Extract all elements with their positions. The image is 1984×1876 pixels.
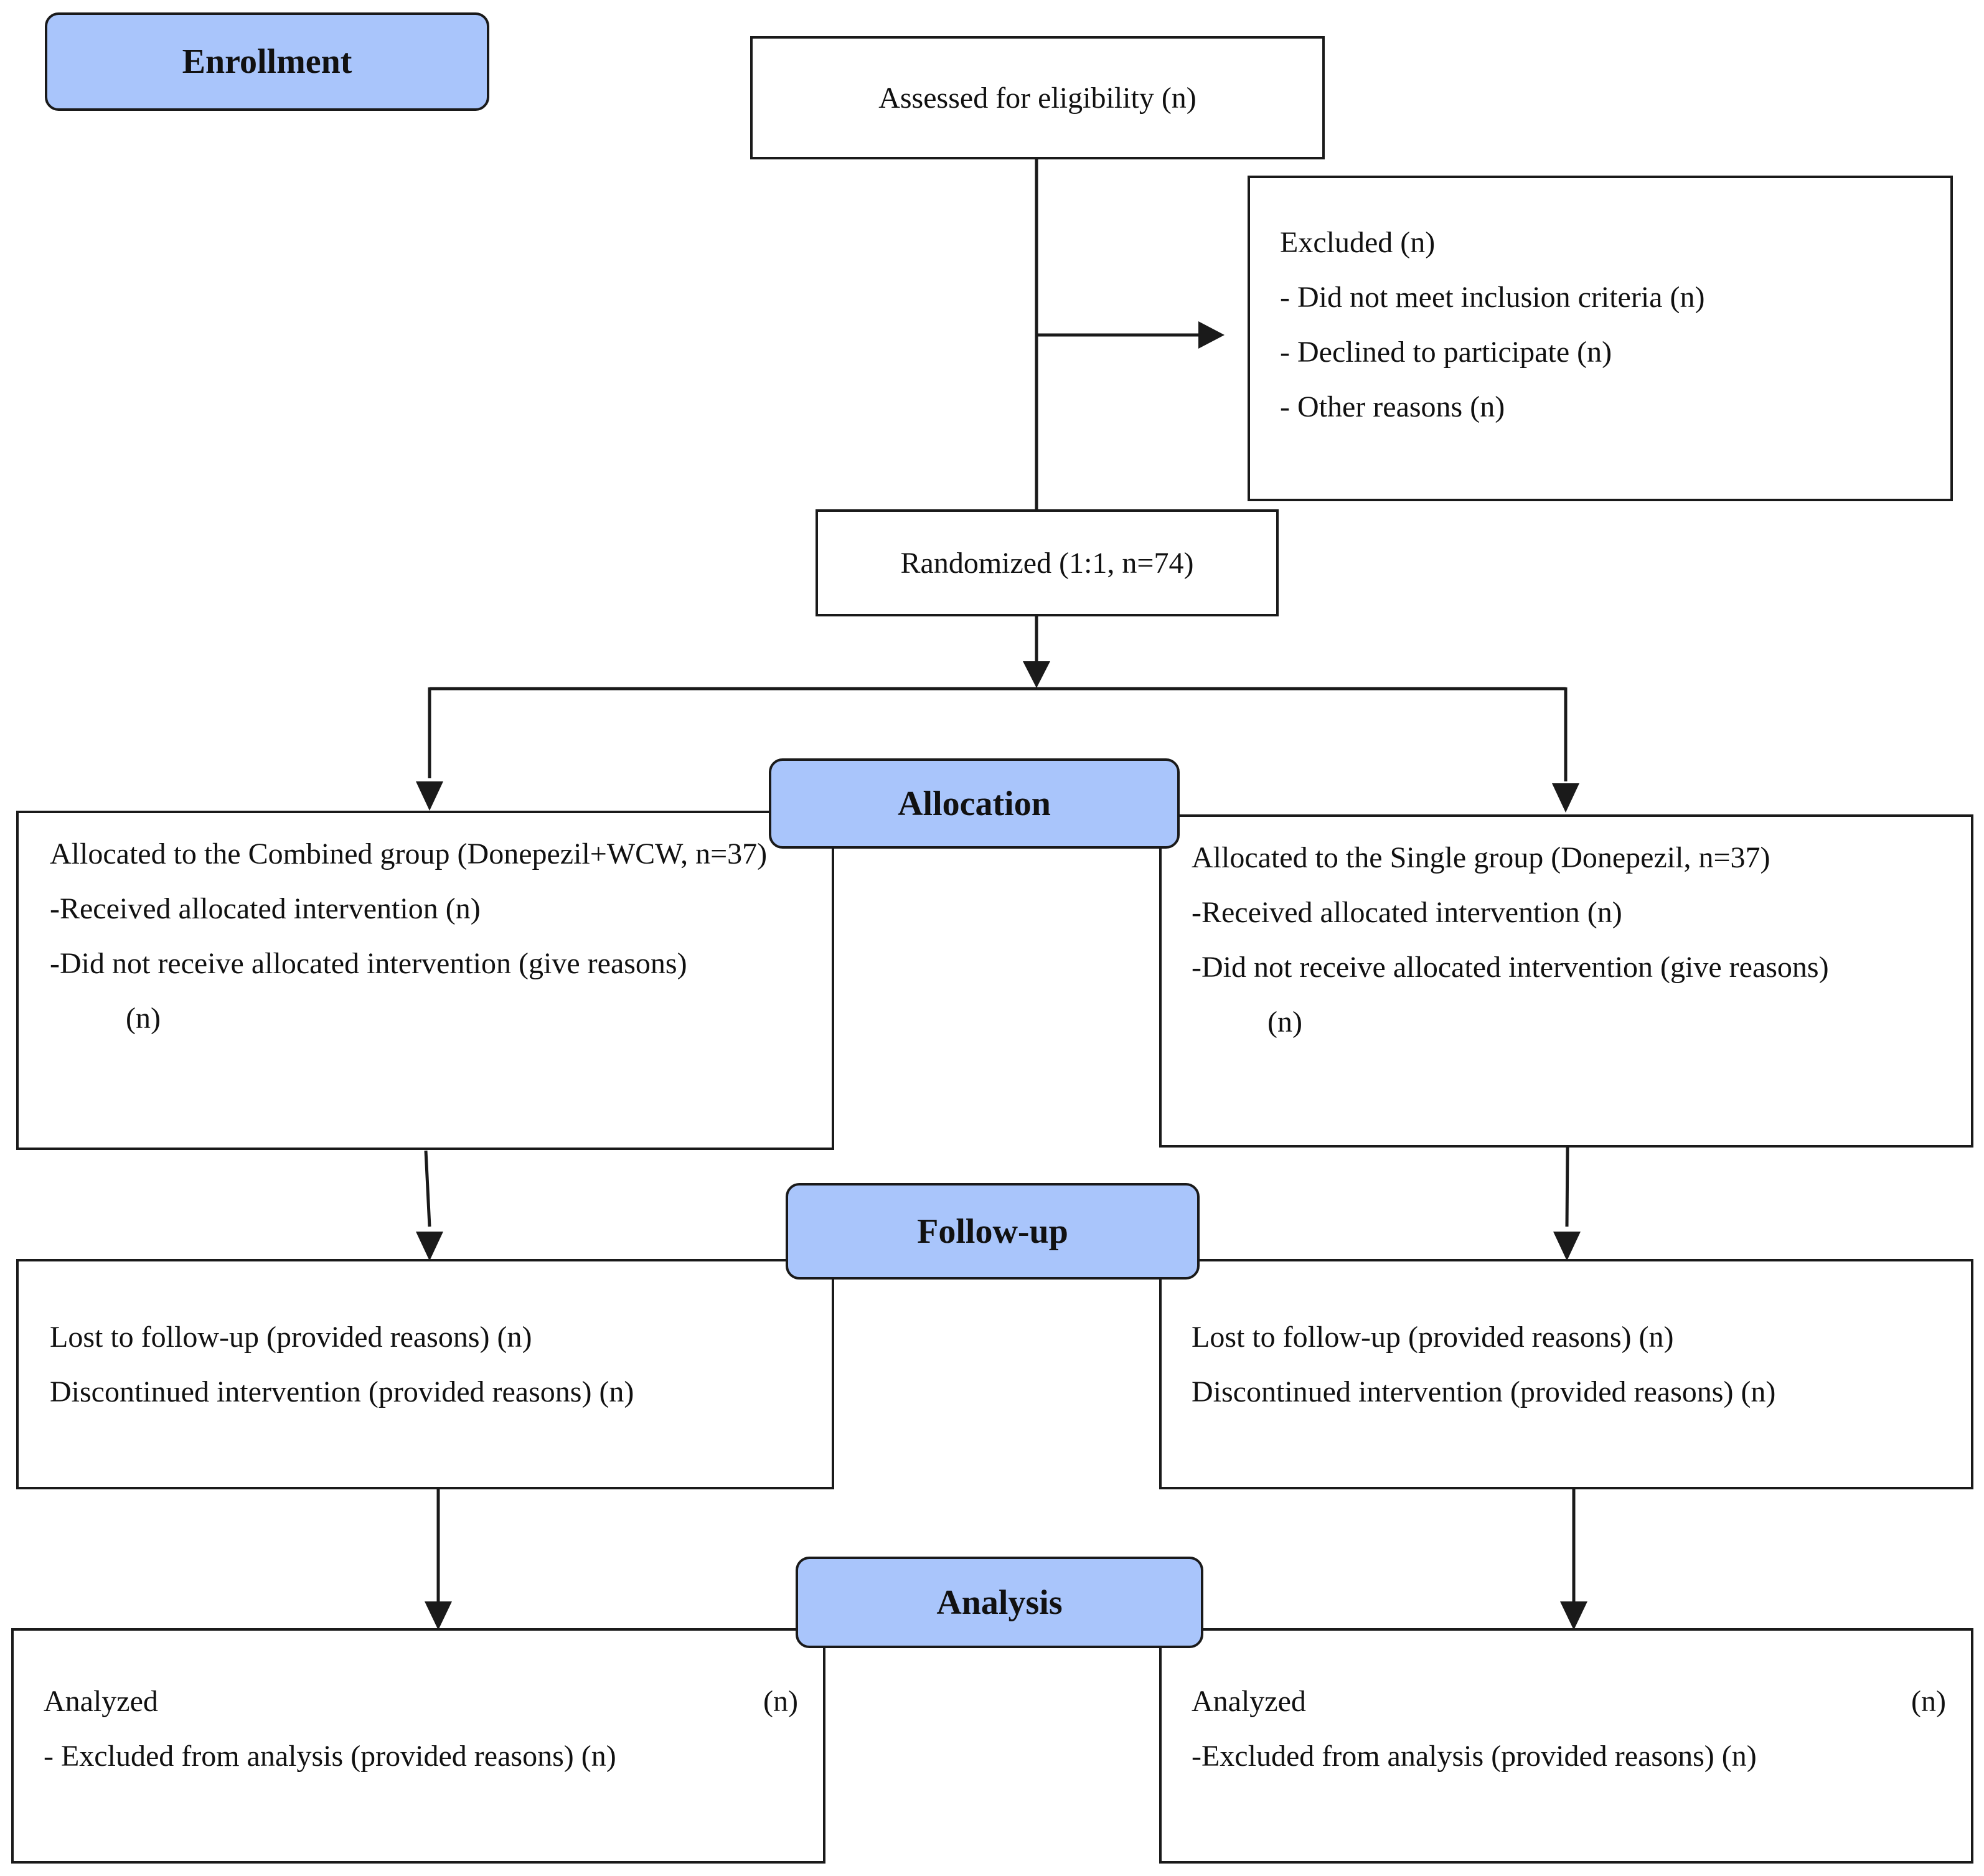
analysis-single-excluded: -Excluded from analysis (provided reason…	[1192, 1740, 1757, 1773]
stage-analysis-label: Analysis	[936, 1583, 1063, 1622]
allocation-single-not-received-n: (n)	[1267, 1006, 1302, 1039]
analysis-single-box: Analyzed (n) -Excluded from analysis (pr…	[1159, 1628, 1973, 1864]
analysis-combined-analyzed: Analyzed	[44, 1685, 158, 1718]
followup-single-lost: Lost to follow-up (provided reasons) (n)	[1192, 1321, 1674, 1354]
arrowhead-to-excluded	[1198, 321, 1225, 349]
stage-analysis: Analysis	[796, 1557, 1203, 1648]
arrowhead-right-analysis	[1560, 1601, 1587, 1630]
connector-right-alloc-followup	[1565, 1147, 1569, 1227]
arrowhead-left-analysis	[425, 1601, 452, 1630]
allocation-single-box: Allocated to the Single group (Donepezil…	[1159, 814, 1973, 1148]
analysis-combined-box: Analyzed (n) - Excluded from analysis (p…	[11, 1628, 825, 1864]
assessed-box: Assessed for eligibility (n)	[750, 36, 1325, 159]
allocation-combined-not-received-n: (n)	[126, 1002, 161, 1035]
connector-left-alloc-followup	[424, 1150, 431, 1227]
assessed-text: Assessed for eligibility (n)	[878, 81, 1197, 115]
arrowhead-left-followup	[416, 1232, 443, 1261]
allocation-combined-heading: Allocated to the Combined group (Donepez…	[50, 837, 768, 870]
analysis-single-analyzed-n: (n)	[1911, 1685, 1946, 1718]
allocation-combined-box: Allocated to the Combined group (Donepez…	[16, 811, 834, 1150]
allocation-single-not-received: -Did not receive allocated intervention …	[1192, 951, 1829, 984]
randomized-text: Randomized (1:1, n=74)	[900, 546, 1194, 580]
stage-enrollment-label: Enrollment	[182, 42, 352, 81]
allocation-combined-not-received: -Did not receive allocated intervention …	[50, 947, 687, 980]
stage-enrollment: Enrollment	[45, 12, 489, 111]
randomized-box: Randomized (1:1, n=74)	[816, 509, 1279, 616]
allocation-single-heading: Allocated to the Single group (Donepezil…	[1192, 841, 1770, 874]
analysis-single-analyzed-row: Analyzed (n)	[1192, 1674, 1946, 1729]
followup-combined-box: Lost to follow-up (provided reasons) (n)…	[16, 1259, 834, 1489]
excluded-reason: - Declined to participate (n)	[1280, 336, 1612, 369]
analysis-combined-analyzed-row: Analyzed (n)	[44, 1674, 798, 1729]
followup-single-discontinued: Discontinued intervention (provided reas…	[1192, 1375, 1776, 1408]
analysis-combined-analyzed-n: (n)	[763, 1685, 798, 1718]
arrowhead-left-allocation	[416, 781, 443, 811]
allocation-combined-received: -Received allocated intervention (n)	[50, 892, 481, 925]
followup-combined-lost: Lost to follow-up (provided reasons) (n)	[50, 1321, 532, 1354]
arrowhead-right-followup	[1553, 1232, 1581, 1261]
analysis-single-analyzed: Analyzed	[1192, 1685, 1306, 1718]
excluded-box: Excluded (n) - Did not meet inclusion cr…	[1248, 176, 1953, 501]
arrowhead-to-split	[1023, 661, 1050, 688]
excluded-reason: - Did not meet inclusion criteria (n)	[1280, 281, 1705, 314]
stage-follow-up-label: Follow-up	[917, 1212, 1068, 1251]
allocation-single-received: -Received allocated intervention (n)	[1192, 896, 1622, 929]
excluded-reason: - Other reasons (n)	[1280, 390, 1505, 423]
followup-single-box: Lost to follow-up (provided reasons) (n)…	[1159, 1259, 1973, 1489]
excluded-title: Excluded (n)	[1280, 226, 1436, 259]
stage-allocation-label: Allocation	[898, 784, 1051, 823]
analysis-combined-excluded: - Excluded from analysis (provided reaso…	[44, 1740, 616, 1773]
stage-follow-up: Follow-up	[786, 1183, 1200, 1280]
stage-allocation: Allocation	[769, 758, 1180, 849]
followup-combined-discontinued: Discontinued intervention (provided reas…	[50, 1375, 634, 1408]
arrowhead-right-allocation	[1552, 783, 1579, 813]
